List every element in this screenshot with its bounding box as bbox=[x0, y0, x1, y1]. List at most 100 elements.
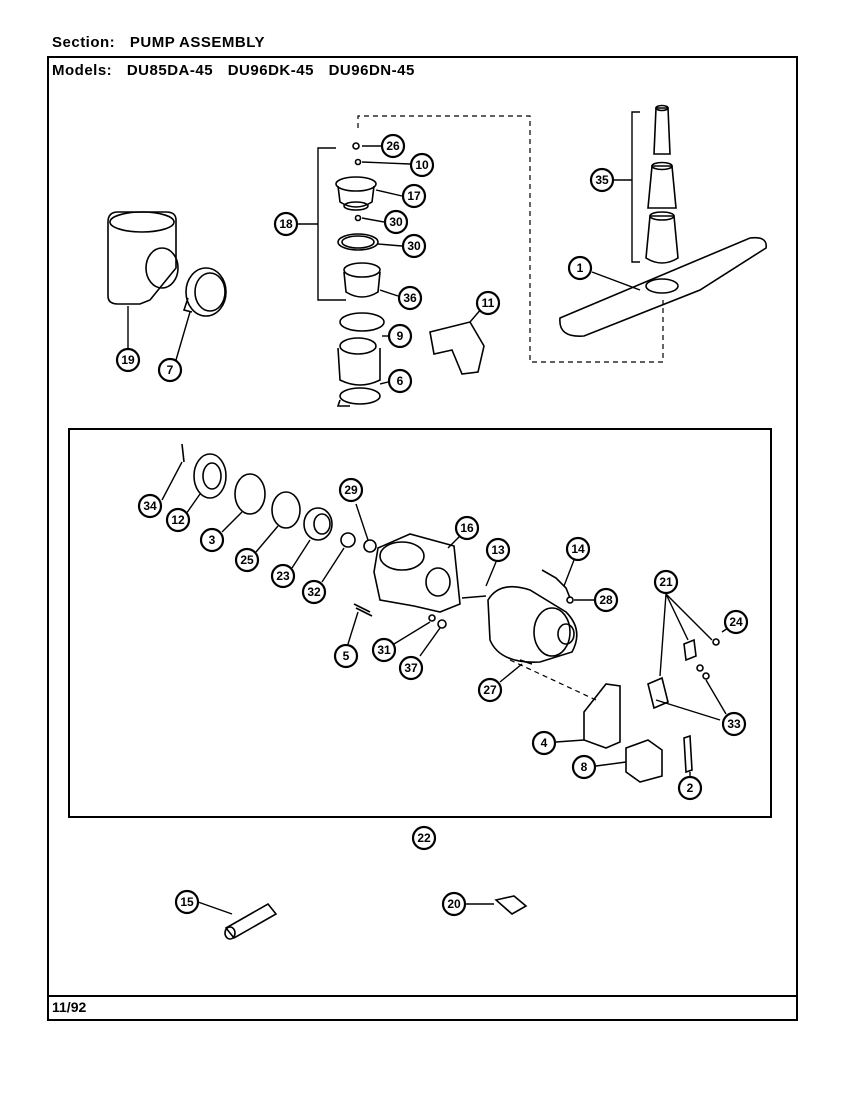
svg-text:32: 32 bbox=[307, 585, 321, 599]
callout-23: 23 bbox=[270, 563, 296, 589]
callout-34: 34 bbox=[137, 493, 163, 519]
callout-12: 12 bbox=[165, 507, 191, 533]
callout-31: 31 bbox=[371, 637, 397, 663]
svg-text:37: 37 bbox=[404, 661, 418, 675]
date-code: 11/92 bbox=[52, 999, 87, 1015]
diagram-frame bbox=[47, 56, 798, 1021]
callout-20: 20 bbox=[441, 891, 467, 917]
callout-10: 10 bbox=[409, 152, 435, 178]
footer-rule bbox=[47, 995, 798, 997]
models-label: Models: bbox=[52, 62, 113, 79]
callout-27: 27 bbox=[477, 677, 503, 703]
svg-text:16: 16 bbox=[460, 521, 474, 535]
svg-text:28: 28 bbox=[599, 593, 613, 607]
svg-text:25: 25 bbox=[240, 553, 254, 567]
svg-text:15: 15 bbox=[180, 895, 194, 909]
svg-text:21: 21 bbox=[659, 575, 673, 589]
svg-text:5: 5 bbox=[343, 649, 350, 663]
section-label: Section: bbox=[52, 34, 116, 51]
tube-part bbox=[197, 901, 278, 940]
group-bracket-18 bbox=[317, 147, 346, 301]
svg-text:29: 29 bbox=[344, 483, 358, 497]
callout-30-upper: 30 bbox=[383, 209, 409, 235]
svg-text:34: 34 bbox=[143, 499, 157, 513]
callout-22: 22 bbox=[411, 825, 437, 851]
callout-18: 18 bbox=[273, 211, 299, 237]
svg-text:23: 23 bbox=[276, 569, 290, 583]
hose-elbow-part bbox=[429, 307, 485, 375]
model-2: DU96DK-45 bbox=[227, 62, 314, 79]
callout-32: 32 bbox=[301, 579, 327, 605]
callout-13: 13 bbox=[485, 537, 511, 563]
motor-assembly-parts bbox=[161, 443, 729, 783]
spray-tower-part bbox=[645, 104, 679, 264]
svg-text:17: 17 bbox=[407, 189, 421, 203]
svg-text:30: 30 bbox=[407, 239, 421, 253]
callout-9: 9 bbox=[387, 323, 413, 349]
callout-35: 35 bbox=[589, 167, 615, 193]
callout-16: 16 bbox=[454, 515, 480, 541]
callout-28: 28 bbox=[593, 587, 619, 613]
svg-text:2: 2 bbox=[687, 781, 694, 795]
svg-text:33: 33 bbox=[727, 717, 741, 731]
outlet-duct-part bbox=[107, 211, 179, 348]
svg-text:19: 19 bbox=[121, 353, 135, 367]
model-3: DU96DN-45 bbox=[328, 62, 415, 79]
cap-part bbox=[466, 895, 528, 915]
svg-text:24: 24 bbox=[729, 615, 743, 629]
svg-text:18: 18 bbox=[279, 217, 293, 231]
spray-arm-part bbox=[559, 236, 767, 337]
callout-26: 26 bbox=[380, 133, 406, 159]
seal-stack-parts bbox=[335, 142, 411, 407]
callout-37: 37 bbox=[398, 655, 424, 681]
svg-text:26: 26 bbox=[386, 139, 400, 153]
svg-text:7: 7 bbox=[167, 363, 174, 377]
callout-6: 6 bbox=[387, 368, 413, 394]
svg-text:14: 14 bbox=[571, 542, 585, 556]
callout-1: 1 bbox=[567, 255, 593, 281]
callout-5: 5 bbox=[333, 643, 359, 669]
svg-text:35: 35 bbox=[595, 173, 609, 187]
group-bracket-35 bbox=[631, 111, 640, 263]
svg-text:1: 1 bbox=[577, 261, 584, 275]
callout-15: 15 bbox=[174, 889, 200, 915]
callout-33: 33 bbox=[721, 711, 747, 737]
callout-17: 17 bbox=[401, 183, 427, 209]
section-heading: Section: PUMP ASSEMBLY bbox=[52, 34, 265, 51]
callout-25: 25 bbox=[234, 547, 260, 573]
callout-7: 7 bbox=[157, 357, 183, 383]
svg-text:8: 8 bbox=[581, 760, 588, 774]
callout-14: 14 bbox=[565, 536, 591, 562]
callout-4: 4 bbox=[531, 730, 557, 756]
svg-text:11: 11 bbox=[482, 296, 495, 310]
callout-8: 8 bbox=[571, 754, 597, 780]
motor-assembly-frame bbox=[68, 428, 772, 818]
svg-text:22: 22 bbox=[417, 831, 431, 845]
svg-text:30: 30 bbox=[389, 215, 403, 229]
callout-36: 36 bbox=[397, 285, 423, 311]
svg-text:27: 27 bbox=[483, 683, 497, 697]
models-heading: Models: DU85DA-45 DU96DK-45 DU96DN-45 bbox=[52, 62, 415, 79]
svg-text:4: 4 bbox=[541, 736, 548, 750]
callout-11: 11 bbox=[475, 290, 501, 316]
model-1: DU85DA-45 bbox=[126, 62, 214, 79]
svg-text:10: 10 bbox=[415, 158, 429, 172]
callout-19: 19 bbox=[115, 347, 141, 373]
callout-21: 21 bbox=[653, 569, 679, 595]
callout-2: 2 bbox=[677, 775, 703, 801]
svg-text:13: 13 bbox=[491, 543, 505, 557]
svg-text:20: 20 bbox=[447, 897, 461, 911]
callout-3: 3 bbox=[199, 527, 225, 553]
callout-29: 29 bbox=[338, 477, 364, 503]
svg-text:6: 6 bbox=[397, 374, 404, 388]
callout-30-lower: 30 bbox=[401, 233, 427, 259]
svg-text:9: 9 bbox=[397, 329, 404, 343]
clamp-part bbox=[175, 267, 227, 361]
section-value: PUMP ASSEMBLY bbox=[129, 34, 266, 51]
svg-text:36: 36 bbox=[403, 291, 417, 305]
callout-24: 24 bbox=[723, 609, 749, 635]
assembly-guide-line bbox=[357, 115, 664, 363]
svg-text:31: 31 bbox=[377, 643, 391, 657]
svg-text:12: 12 bbox=[171, 513, 185, 527]
